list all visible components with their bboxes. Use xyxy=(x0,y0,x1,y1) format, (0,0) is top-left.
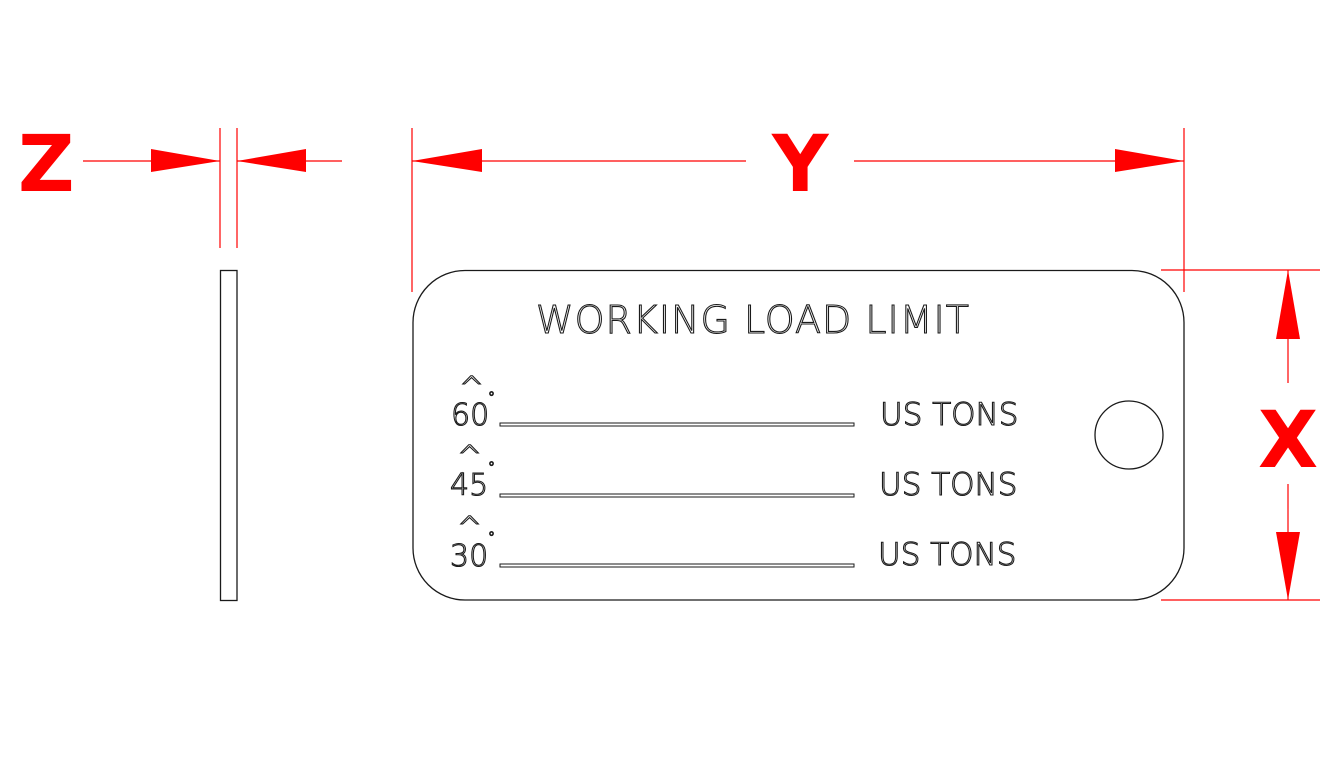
wll-row-60: ^ 60 ° US TONS xyxy=(450,370,1019,433)
arrow-down-icon xyxy=(1276,532,1300,600)
circle-outline-icon xyxy=(1094,400,1164,470)
y-dimension: Y xyxy=(411,120,1185,292)
caret-icon: ^ xyxy=(459,371,484,406)
y-label: Y xyxy=(771,120,830,210)
arrow-up-icon xyxy=(1276,270,1300,339)
angle-value: 45 xyxy=(450,468,488,503)
tag-outline xyxy=(412,269,1185,601)
value-blank-line xyxy=(499,493,855,498)
x-dimension: X xyxy=(1161,269,1320,601)
degree-symbol: ° xyxy=(488,460,495,476)
tag-heading: WORKING LOAD LIMIT xyxy=(536,298,970,342)
wll-row-30: ^ 30 ° US TONS xyxy=(449,510,1017,574)
x-label: X xyxy=(1258,396,1318,486)
value-blank-line xyxy=(499,563,855,568)
unit-label: US TONS xyxy=(878,537,1016,573)
wll-row-45: ^ 45 ° US TONS xyxy=(449,439,1018,503)
unit-label: US TONS xyxy=(879,467,1017,503)
caret-icon: ^ xyxy=(457,440,482,475)
degree-symbol: ° xyxy=(488,390,495,406)
arrow-right-icon xyxy=(1115,149,1184,172)
angle-value: 60 xyxy=(451,398,489,433)
arrow-right-icon xyxy=(151,149,220,172)
value-blank-line xyxy=(499,422,855,427)
z-label: Z xyxy=(18,120,75,210)
tag-front-view: WORKING LOAD LIMIT ^ 60 ° US TONS ^ 45 °… xyxy=(412,269,1185,601)
degree-symbol: ° xyxy=(488,530,495,546)
arrow-left-icon xyxy=(412,149,482,172)
unit-label: US TONS xyxy=(880,397,1018,433)
arrow-left-icon xyxy=(237,149,306,172)
z-dimension: Z xyxy=(18,120,342,248)
caret-icon: ^ xyxy=(457,511,482,546)
tag-side-view xyxy=(219,269,238,602)
angle-value: 30 xyxy=(450,539,488,574)
